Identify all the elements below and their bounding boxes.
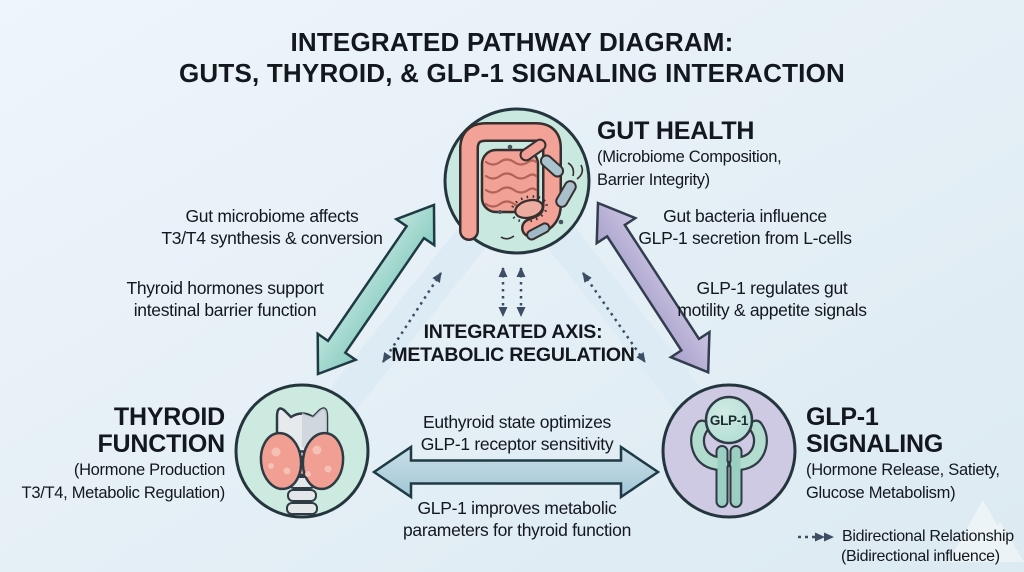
glp1-title-1: GLP-1 [806,403,879,431]
gut-node-label: GUT HEALTH (Microbiome Composition, Barr… [597,117,782,191]
legend-line-2: (Bidirectional influence) [841,548,1000,565]
legend: Bidirectional Relationship (Bidirectiona… [797,527,1014,567]
thyroid-title-2: FUNCTION [97,430,225,458]
edge-label-glp1-to-gut: GLP-1 regulates gut motility & appetite … [677,278,867,320]
bacteria-icons [498,138,584,241]
gut-title: GUT HEALTH [597,117,755,145]
gut-subtitle-1: (Microbiome Composition, [597,148,782,166]
edge-label-gut-to-glp1: Gut bacteria influence GLP-1 secretion f… [638,206,852,248]
glp1-receptor-icon [690,395,768,508]
title-line-2: GUTS, THYROID, & GLP-1 SIGNALING INTERAC… [178,58,846,88]
legend-line-1: Bidirectional Relationship [842,528,1014,545]
arrow-gut-thyroid [316,203,436,376]
arrow-gut-glp1 [595,201,711,375]
glp1-node-label: GLP-1 SIGNALING (Hormone Release, Satiet… [806,404,1000,504]
page-title: INTEGRATED PATHWAY DIAGRAM: GUTS, THYROI… [0,27,1024,89]
glp1-title-2: SIGNALING [806,430,944,458]
glp1-subtitle-1: (Hormone Release, Satiety, [806,461,1000,479]
thyroid-title-1: THYROID [113,403,225,431]
edge-label-gut-to-thyroid: Gut microbiome affects T3/T4 synthesis &… [161,206,383,248]
arrow-thyroid-glp1 [371,444,661,500]
edge-label-thyroid-to-gut: Thyroid hormones support intestinal barr… [126,278,324,320]
thyroid-node-label: THYROID FUNCTION (Hormone Production T3/… [21,403,226,504]
gut-subtitle-2: Barrier Integrity) [597,171,710,189]
edge-label-glp1-to-thyroid: GLP-1 improves metabolic parameters for … [402,498,632,540]
thyroid-node-circle [234,383,370,519]
dashed-arrow-icon [798,532,834,542]
title-line-1: INTEGRATED PATHWAY DIAGRAM: [290,27,734,57]
thyroid-subtitle-2: T3/T4, Metabolic Regulation) [21,484,226,502]
watermark [948,500,1024,562]
thyroid-gland-icon [259,407,345,515]
dotted-bidirectional-arrows [381,267,647,363]
edge-label-thyroid-to-glp1: Euthyroid state optimizes GLP-1 receptor… [420,412,614,454]
integrated-axis-label: INTEGRATED AXIS: METABOLIC REGULATION [391,321,635,366]
thyroid-subtitle-1: (Hormone Production [73,461,225,479]
gut-node-circle [443,107,591,255]
glp1-node-circle [661,383,797,519]
intestine-icon [459,122,562,241]
glp1-receptor-ball-label: GLP-1 [709,413,749,428]
glp1-subtitle-2: Glucose Metabolism) [806,484,956,502]
